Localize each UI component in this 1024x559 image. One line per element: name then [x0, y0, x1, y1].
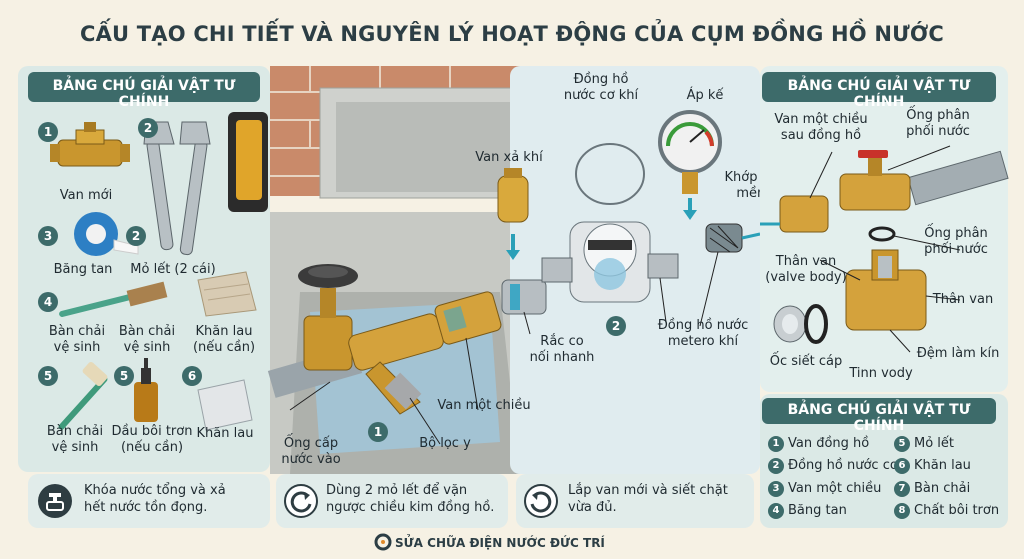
step-3-text: Lắp van mới và siết chặt vừa đủ. — [568, 483, 728, 515]
wrench-icon — [143, 121, 211, 256]
flexible-joint-icon — [705, 223, 743, 253]
label-dong-ho-metero: Đồng hồ nước metero khí — [657, 318, 749, 349]
marker-5b: 5 — [114, 366, 134, 386]
label-van-mot-chieu: Van một chiều — [437, 398, 531, 413]
left-legend-header: BẢNG CHÚ GIẢI VẬT TƯ CHÍNH — [28, 72, 260, 110]
towel-icon — [197, 271, 257, 317]
marker-6: 6 — [182, 366, 202, 386]
label-than-van-body: Thân van (valve body) — [765, 254, 847, 285]
gear-wrench-logo-icon — [374, 533, 392, 551]
marker-3: 3 — [38, 226, 58, 246]
marker-2b: 2 — [126, 226, 146, 246]
water-meter-icon — [541, 143, 679, 303]
cleaning-brush-icon — [59, 281, 168, 317]
label-ong-phan-phoi-mid: Ống phân phối nước — [924, 226, 988, 257]
legend-2-header: BẢNG CHÚ GIẢI VẬT TƯ CHÍNH — [762, 398, 996, 434]
label-rac-co: Rắc co nối nhanh — [529, 334, 595, 365]
gate-valve-icon — [298, 264, 358, 371]
marker-5a: 5 — [38, 366, 58, 386]
label-ban-chai-1: Bàn chải vệ sinh — [48, 324, 106, 355]
label-than-van: Thân van — [932, 292, 994, 307]
center-installation-illustration — [267, 66, 761, 474]
marker-2a: 2 — [138, 118, 158, 138]
label-ban-chai-2: Bàn chải vệ sinh — [118, 324, 176, 355]
left-tools-illustration — [50, 112, 268, 431]
label-mo-let: Mỏ lết (2 cái) — [130, 262, 216, 277]
right-parts-header: BẢNG CHÚ GIẢI VẬT TƯ CHÍNH — [762, 72, 996, 110]
pressure-gauge-icon — [658, 110, 722, 220]
new-valve-icon — [50, 122, 130, 167]
label-bo-loc-y: Bộ lọc y — [419, 436, 471, 451]
label-dong-ho-co-khi: Đồng hồ nước cơ khí — [563, 72, 639, 103]
marker-4: 4 — [38, 292, 58, 312]
nut-icon — [773, 304, 828, 344]
page-title: CẤU TẠO CHI TIẾT VÀ NGUYÊN LÝ HOẠT ĐỘNG … — [79, 22, 945, 46]
label-tinn-vody: Tinn vody — [849, 366, 913, 381]
distribution-valve-icon — [839, 150, 911, 211]
toothbrush-icon — [58, 362, 108, 430]
label-khan-lau-2: Khăn lau — [196, 426, 254, 441]
check-valve-icon — [434, 291, 502, 345]
step-1-text: Khóa nước tổng và xả hết nước tồn đọng. — [84, 483, 226, 515]
valve-body-icon — [845, 249, 927, 331]
label-oc-siet-cap: Ốc siết cáp — [769, 354, 843, 369]
y-strainer-icon — [348, 313, 444, 415]
air-vent-icon — [497, 168, 529, 260]
cloth-icon — [197, 379, 253, 431]
rotate-cw-glyph — [530, 491, 552, 513]
label-dau-boi-tron: Dầu bôi trơn (nếu cần) — [111, 424, 193, 455]
check-valve-after-meter-icon — [779, 195, 829, 233]
marker-1: 1 — [38, 122, 58, 142]
label-bang-tan: Băng tan — [53, 262, 113, 277]
label-ap-ke: Áp kế — [686, 88, 724, 103]
label-ban-chai-3: Bàn chải vệ sinh — [46, 424, 104, 455]
right-parts-illustration — [760, 145, 1009, 353]
label-van-moi: Van mới — [59, 188, 113, 203]
oil-bottle-icon — [134, 358, 158, 422]
rotate-ccw-glyph — [290, 491, 312, 513]
label-dem-lam-kin: Đệm làm kín — [916, 346, 1000, 361]
step-2-text: Dùng 2 mỏ lết để vặn ngược chiều kim đồn… — [326, 483, 495, 515]
label-van-mot-chieu-sau: Van một chiều sau đồng hồ — [774, 112, 868, 143]
label-ong-cap: Ống cấp nước vào — [281, 436, 341, 467]
quick-union-icon — [501, 279, 547, 315]
label-van-xa-khi: Van xả khí — [475, 150, 543, 165]
footer-brand: SỬA CHỮA ĐIỆN NƯỚC ĐỨC TRÍ — [395, 536, 605, 550]
marker-center-1: 1 — [368, 422, 388, 442]
label-ong-phan-phoi-top: Ống phân phối nước — [906, 108, 970, 139]
marker-center-2: 2 — [606, 316, 626, 336]
valve-key-glyph — [46, 493, 64, 511]
label-khan-lau-1: Khăn lau (nếu cần) — [192, 324, 256, 355]
